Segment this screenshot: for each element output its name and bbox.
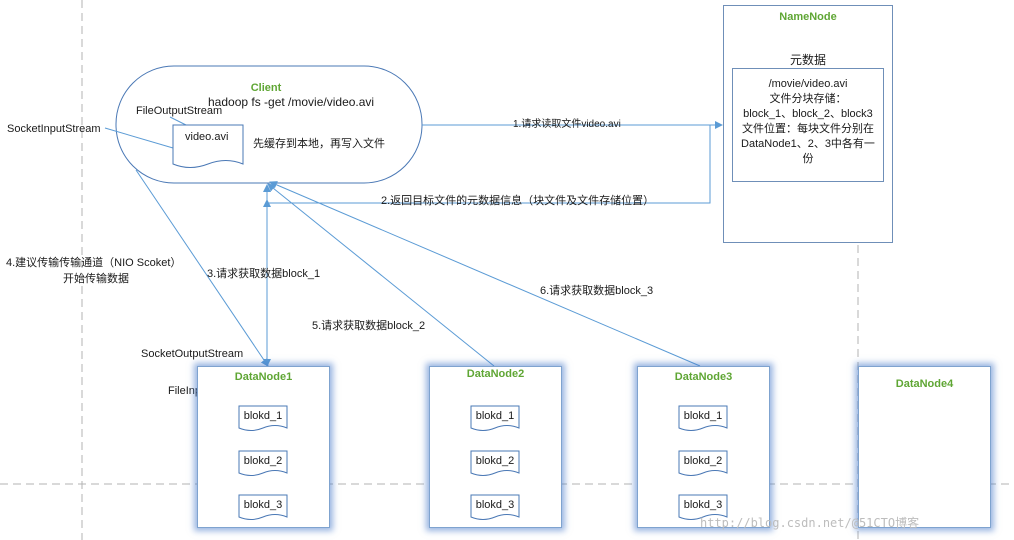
metadata-lines: /movie/video.avi 文件分块存储： block_1、block_2… (732, 78, 884, 166)
block-doc: blokd_2 (470, 450, 520, 478)
socket-input-pointer (104, 127, 174, 149)
video-file-name: video.avi (185, 131, 229, 143)
document-icon (678, 494, 728, 520)
document-icon (238, 450, 288, 476)
block-doc: blokd_2 (238, 450, 288, 478)
namenode-title: NameNode (779, 11, 837, 23)
datanode-1-title: DataNode1 (234, 371, 293, 383)
video-file-doc (172, 124, 244, 168)
socket-output-stream-label: SocketOutputStream (141, 348, 244, 360)
arrow-step6 (269, 181, 701, 367)
metadata-line: block_1、block_2、block3 (743, 108, 873, 120)
document-icon (678, 405, 728, 431)
step5-label: 5.请求获取数据block_2 (312, 320, 426, 332)
datanode-4 (858, 366, 991, 528)
metadata-label: 元数据 (789, 53, 826, 67)
block-label: blokd_1 (683, 410, 723, 422)
block-label: blokd_2 (475, 455, 515, 467)
step6-label: 6.请求获取数据block_3 (540, 285, 654, 297)
step1-label: 1.请求读取文件video.avi (513, 119, 621, 130)
file-output-stream-label: FileOutputStream (136, 105, 223, 117)
document-icon (238, 405, 288, 431)
block-doc: blokd_1 (470, 405, 520, 433)
step4-label-line2: 开始传输数据 (63, 273, 129, 285)
document-icon (470, 450, 520, 476)
socket-input-stream-label: SocketInputStream (7, 123, 101, 135)
step4-label-line1: 4.建议传输传输通道（NIO Scoket） (6, 257, 182, 269)
metadata-line: 文件位置：每块文件分别在 (742, 123, 874, 135)
datanode-2-title: DataNode2 (466, 368, 525, 380)
client-command: hadoop fs -get /movie/video.avi (208, 95, 375, 109)
block-doc: blokd_3 (678, 494, 728, 522)
block-doc: blokd_1 (678, 405, 728, 433)
document-icon (470, 494, 520, 520)
document-icon (678, 450, 728, 476)
metadata-box (732, 68, 884, 182)
block-label: blokd_3 (683, 499, 723, 511)
arrow-step2 (263, 125, 711, 204)
block-doc: blokd_3 (470, 494, 520, 522)
metadata-line: 文件分块存储： (769, 93, 847, 105)
arrow-step4 (135, 169, 269, 367)
document-icon (470, 405, 520, 431)
block-doc: blokd_3 (238, 494, 288, 522)
arrow-step5 (267, 183, 495, 367)
client-title: Client (250, 82, 282, 94)
step2-label: 2.返回目标文件的元数据信息（块文件及文件存储位置） (381, 195, 655, 207)
metadata-line: 份 (802, 153, 814, 165)
metadata-line: /movie/video.avi (768, 78, 848, 90)
block-doc: blokd_1 (238, 405, 288, 433)
block-label: blokd_1 (475, 410, 515, 422)
document-icon (238, 494, 288, 520)
block-label: blokd_3 (243, 499, 283, 511)
block-label: blokd_1 (243, 410, 283, 422)
datanode-3-title: DataNode3 (674, 371, 733, 383)
datanode-4-title: DataNode4 (895, 378, 954, 390)
watermark: http://blog.csdn.net/@51CTO博客 (700, 516, 920, 530)
metadata-line: DataNode1、2、3中各有一 (741, 138, 875, 150)
block-label: blokd_2 (683, 455, 723, 467)
block-label: blokd_2 (243, 455, 283, 467)
block-label: blokd_3 (475, 499, 515, 511)
step3-label: 3.请求获取数据block_1 (207, 268, 321, 280)
cache-note: 先缓存到本地，再写入文件 (253, 138, 385, 150)
block-doc: blokd_2 (678, 450, 728, 478)
